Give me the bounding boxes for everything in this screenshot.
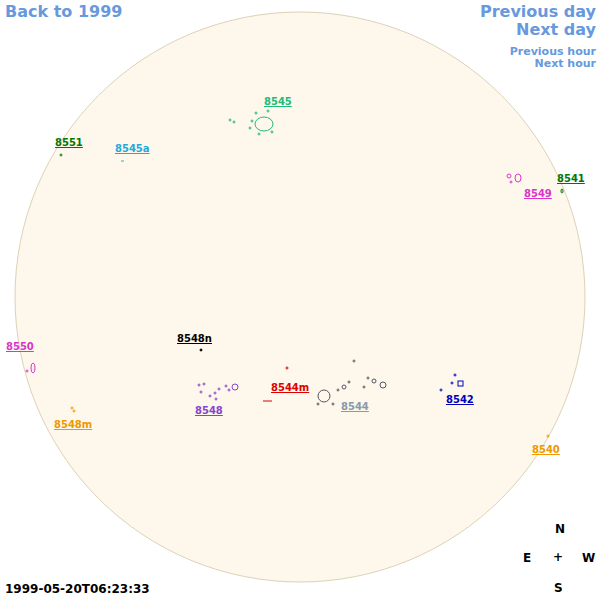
region-number: 8548n <box>177 333 212 344</box>
compass-letter: E <box>523 552 531 565</box>
timestamp: 1999-05-20T06:23:33 <box>5 583 150 596</box>
region-number: 8545a <box>115 143 150 154</box>
region-number: 8550 <box>6 341 34 352</box>
compass-letter: S <box>554 582 563 595</box>
nav-link: Previous hour <box>510 46 596 58</box>
region-number: 8549 <box>524 188 552 199</box>
compass-letter: W <box>582 552 595 565</box>
nav-link: Previous day <box>480 3 596 21</box>
region-number: 8544 <box>341 401 369 412</box>
region-number: 8545 <box>264 96 292 107</box>
nav-link: Next hour <box>535 58 597 70</box>
nav-link: Next day <box>516 21 596 39</box>
compass-letter: N <box>555 523 565 536</box>
region-number: 8544m <box>271 382 309 393</box>
compass-letter: + <box>553 551 563 564</box>
nav-link: Back to 1999 <box>5 3 122 21</box>
region-number: 8548 <box>195 405 223 416</box>
region-number: 8541 <box>557 173 585 184</box>
region-number: 8551 <box>55 137 83 148</box>
region-number: 8548m <box>54 419 92 430</box>
region-number: 8540 <box>532 444 560 455</box>
region-number: 8542 <box>446 394 474 405</box>
